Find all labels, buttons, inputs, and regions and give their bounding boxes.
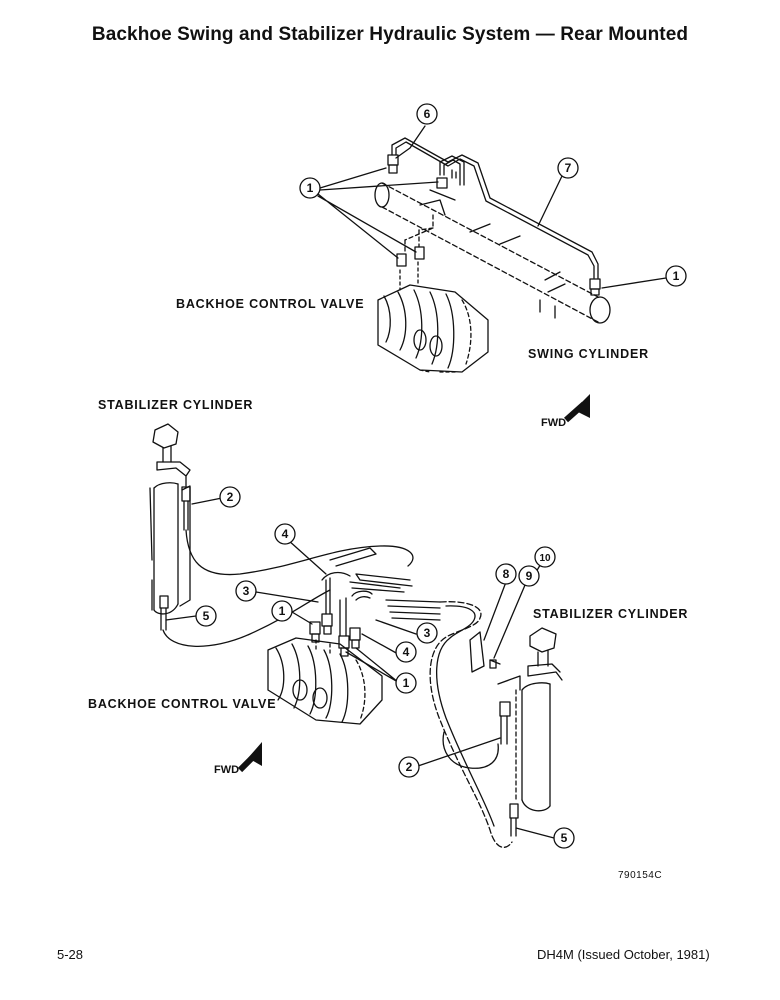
leader-1-mid <box>291 611 313 625</box>
valve-fittings-bottom <box>309 571 373 657</box>
leader-3-right <box>375 619 417 635</box>
callout-9: 9 <box>526 569 533 583</box>
callout-circle <box>395 641 417 663</box>
callout-2: 2 <box>406 760 413 774</box>
page-title: Backhoe Swing and Stabilizer Hydraulic S… <box>91 24 689 45</box>
leader-1-bottom <box>345 647 399 683</box>
hose-bracket <box>469 631 501 673</box>
callout-circle <box>219 486 241 508</box>
leader-5-right <box>515 827 555 839</box>
stabilizer-hoses <box>162 529 513 848</box>
callout-2: 2 <box>227 490 234 504</box>
stabilizer-fittings-right <box>499 701 519 837</box>
label-fwd-top: FWD <box>541 417 567 429</box>
callout-3: 3 <box>243 584 250 598</box>
control-valve-top <box>377 261 489 373</box>
callout-circles <box>195 103 687 849</box>
callout-circle <box>416 622 438 644</box>
callout-5: 5 <box>203 609 210 623</box>
leader-4-left <box>287 539 327 575</box>
stabilizer-cylinder-left <box>149 423 191 615</box>
leader-1-group <box>317 167 439 259</box>
callout-circle <box>398 756 420 778</box>
callout-numbers: 6 1 7 1 2 4 3 1 3 4 1 5 8 9 10 2 5 <box>203 107 680 845</box>
leader-7 <box>537 175 563 227</box>
label-stabilizer-cylinder-left: STABILIZER CYLINDER <box>98 398 254 412</box>
callout-circle <box>557 157 579 179</box>
callout-circle <box>553 827 575 849</box>
stabilizer-cylinder-right <box>497 627 563 812</box>
fwd-arrow-bottom <box>237 742 262 773</box>
swing-tubes <box>391 137 599 279</box>
page-number: 5-28 <box>57 947 84 962</box>
callout-circle <box>274 523 296 545</box>
callout-4: 4 <box>282 527 289 541</box>
leader-3-left <box>255 591 319 603</box>
callout-circle <box>518 565 540 587</box>
leader-8 <box>483 581 507 641</box>
label-swing-cylinder: SWING CYLINDER <box>528 347 649 361</box>
callout-4: 4 <box>403 645 410 659</box>
leader-5-left <box>165 615 197 621</box>
callout-circle <box>665 265 687 287</box>
callout-circle <box>495 563 517 585</box>
control-valve-bottom <box>267 637 383 725</box>
leader-6 <box>395 125 426 159</box>
label-stabilizer-cylinder-right: STABILIZER CYLINDER <box>533 607 689 621</box>
callout-circle <box>271 600 293 622</box>
fwd-arrow-top <box>564 394 590 423</box>
callout-circle <box>195 605 217 627</box>
callout-circle <box>534 546 556 568</box>
callout-1: 1 <box>403 676 410 690</box>
callout-circle <box>416 103 438 125</box>
callout-5: 5 <box>561 831 568 845</box>
label-fwd-bottom: FWD <box>214 764 240 776</box>
swing-fittings <box>387 154 601 296</box>
callout-1: 1 <box>279 604 286 618</box>
swing-cylinder <box>374 182 611 324</box>
stabilizer-fittings-left <box>159 486 191 631</box>
callout-8: 8 <box>503 567 510 581</box>
leader-1-right <box>601 277 667 289</box>
callout-3: 3 <box>424 626 431 640</box>
document-id: DH4M (Issued October, 1981) <box>537 947 710 962</box>
callout-1: 1 <box>307 181 314 195</box>
callout-6: 6 <box>424 107 431 121</box>
callout-7: 7 <box>565 161 572 175</box>
leader-4-right <box>361 633 399 655</box>
callout-circle <box>395 672 417 694</box>
label-backhoe-control-valve-bottom: BACKHOE CONTROL VALVE <box>88 697 277 711</box>
figure-code: 790154C <box>618 870 663 881</box>
leader-2-left <box>191 497 223 505</box>
leader-2-right <box>417 737 501 767</box>
leader-9 <box>493 577 529 659</box>
callout-circle <box>235 580 257 602</box>
callout-1: 1 <box>673 269 680 283</box>
label-backhoe-control-valve-top: BACKHOE CONTROL VALVE <box>176 297 365 311</box>
callout-10: 10 <box>539 553 551 564</box>
callout-circle <box>299 177 321 199</box>
